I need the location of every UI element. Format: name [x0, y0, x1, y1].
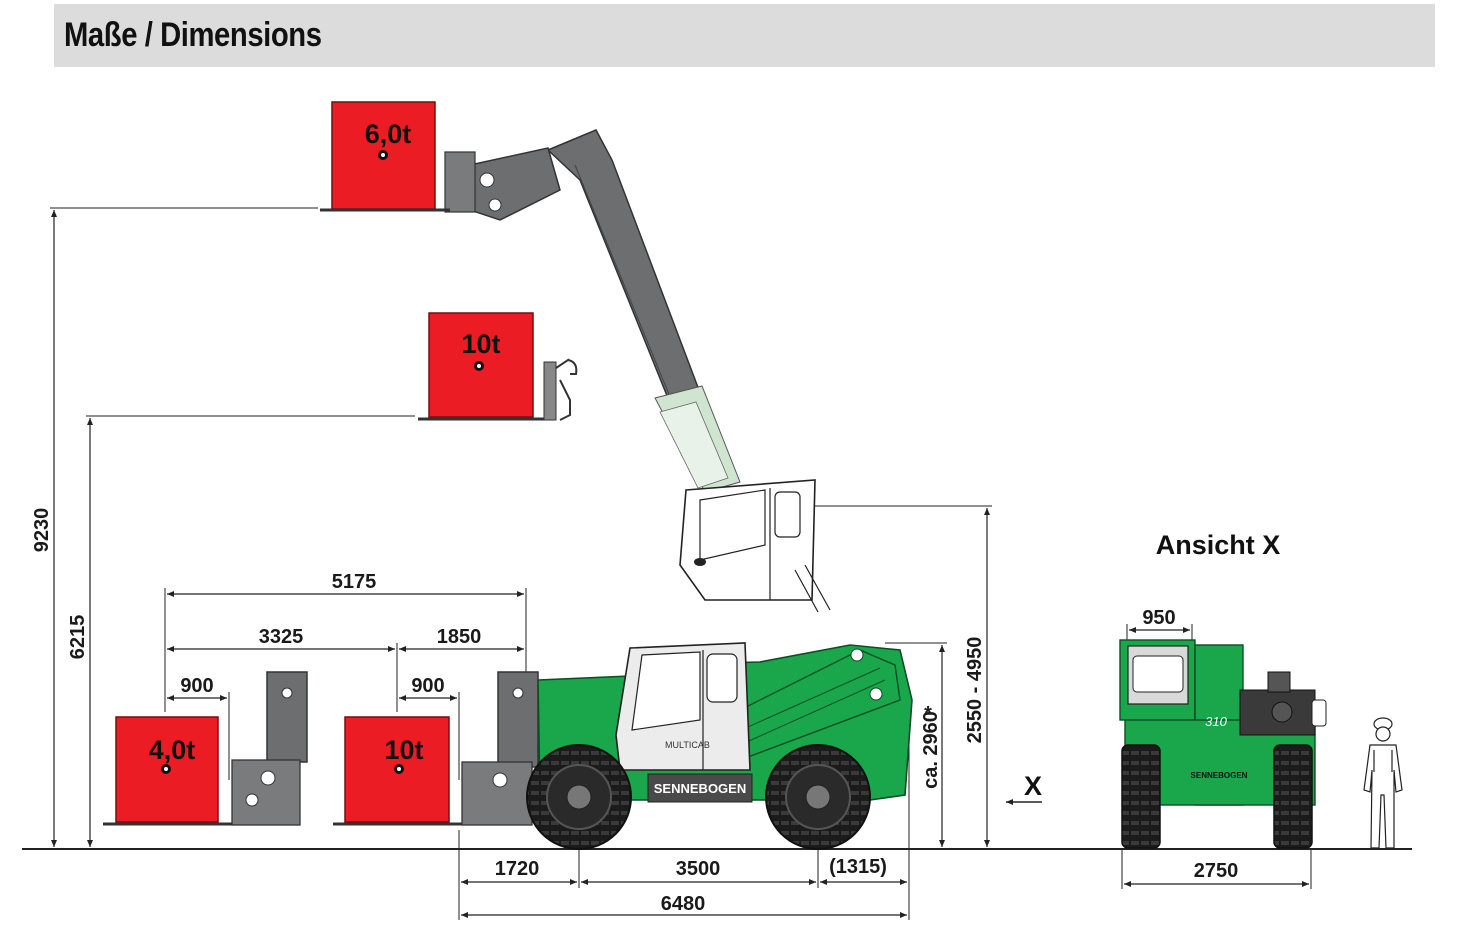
front-view-title: Ansicht X [1156, 530, 1281, 560]
load-low-right: 10t [333, 671, 539, 826]
telehandler-front-view: 310 SENNEBOGEN [1119, 639, 1327, 849]
label-900-right: 900 [411, 675, 444, 697]
dimension-2550-4950: 2550 - 4950 [815, 505, 992, 847]
label-2960-mark: * [924, 703, 932, 725]
view-arrow-label: X [1024, 771, 1042, 801]
dimension-2960: ca. 2960 * [885, 642, 947, 847]
label-3500: 3500 [676, 858, 721, 880]
dimension-bottom: 1720 3500 (1315) 6480 [458, 700, 910, 920]
load-top: 6,0t [320, 101, 450, 212]
label-2550-4950: 2550 - 4950 [964, 637, 986, 744]
dimension-6215: 6215 [67, 415, 415, 847]
label-9230: 9230 [31, 508, 53, 553]
front-brand: SENNEBOGEN [1191, 771, 1248, 780]
load-low-right-label: 10t [384, 735, 423, 765]
label-1315: (1315) [829, 856, 887, 878]
dimension-3325: 3325 [167, 626, 398, 712]
load-low-left: 4,0t [103, 671, 308, 826]
cab-badge: MULTICAB [665, 740, 710, 750]
load-low-left-label: 4,0t [149, 735, 196, 765]
label-1850: 1850 [437, 626, 482, 648]
load-middle: 10t [418, 312, 578, 421]
front-wheel [526, 744, 632, 850]
label-950: 950 [1142, 607, 1175, 629]
worker-figure [1363, 717, 1403, 849]
label-3325: 3325 [259, 626, 304, 648]
telehandler-side-view: MULTICAB SENNEBOGEN [526, 642, 913, 850]
view-arrow-x: X [1006, 771, 1042, 805]
dimension-1850: 1850 [399, 626, 524, 652]
label-6480: 6480 [661, 893, 706, 915]
label-2960: ca. 2960 [920, 711, 942, 789]
raised-boom [444, 129, 831, 613]
label-2750: 2750 [1194, 860, 1239, 882]
load-top-label: 6,0t [365, 119, 412, 149]
label-1720: 1720 [495, 858, 540, 880]
section-title: Maße / Dimensions [64, 16, 322, 54]
front-model-number: 310 [1205, 714, 1227, 729]
label-900-left: 900 [180, 675, 213, 697]
rear-wheel [765, 744, 871, 850]
machine-brand: SENNEBOGEN [654, 781, 746, 796]
dimension-9230: 9230 [31, 207, 318, 847]
dimension-950: 950 [1126, 607, 1193, 648]
label-6215: 6215 [67, 615, 89, 660]
section-header: Maße / Dimensions [54, 4, 1435, 67]
dimension-900-right: 900 [399, 675, 460, 780]
dimension-2750: 2750 [1121, 850, 1312, 889]
dimension-900-left: 900 [167, 675, 230, 780]
label-5175: 5175 [332, 571, 377, 593]
load-middle-label: 10t [461, 329, 500, 359]
